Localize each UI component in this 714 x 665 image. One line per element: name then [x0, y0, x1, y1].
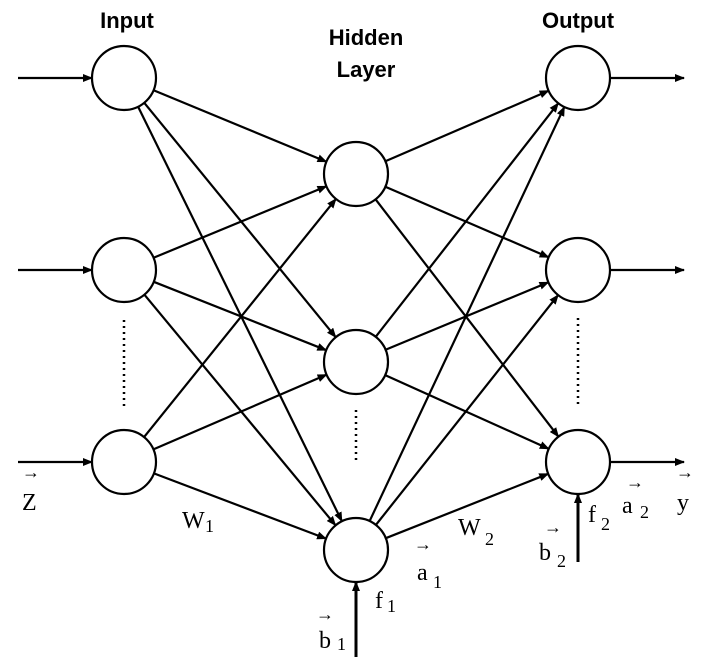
y-label: y [677, 490, 689, 516]
weight-edge-hidden3-output1 [368, 106, 566, 522]
weight-edge-input3-hidden3 [153, 472, 328, 540]
b2-subscript: 2 [557, 551, 566, 571]
weight-edge-input2-hidden1 [153, 185, 328, 259]
weight-edge-input3-hidden2 [152, 373, 328, 451]
b2-label: b [539, 540, 551, 566]
weight-edge-input1-hidden3 [137, 106, 343, 523]
b1-subscript: 1 [337, 634, 346, 654]
hidden-node-1 [322, 140, 390, 208]
b1-vector-arrow: → [316, 604, 334, 624]
output-node-3 [544, 428, 612, 496]
w1-subscript: 1 [205, 516, 214, 536]
z-label: Z [22, 490, 37, 516]
a2-vector-arrow: → [626, 472, 644, 492]
b1-label: b [319, 628, 331, 654]
weight-edge-input1-hidden2 [143, 102, 337, 338]
f1-subscript: 1 [387, 596, 396, 616]
output-node-2 [544, 236, 612, 304]
output-node-1 [544, 44, 612, 112]
hidden-header-line1: Hidden [329, 25, 404, 50]
y-vector-arrow: → [676, 462, 694, 482]
nodes [90, 44, 612, 584]
a1-vector-arrow: → [414, 534, 432, 554]
z-vector-arrow: → [22, 462, 40, 482]
connections [18, 74, 685, 657]
f2-label: f [588, 502, 596, 528]
a1-subscript: 1 [433, 572, 442, 592]
w2-label: W [458, 515, 481, 541]
weight-edge-hidden1-output3 [374, 198, 560, 438]
hidden-node-2 [322, 328, 390, 396]
input-header: Input [100, 8, 154, 33]
weight-edge-input2-hidden3 [143, 293, 337, 527]
w2-subscript: 2 [485, 529, 494, 549]
weight-edge-hidden1-output2 [384, 185, 550, 259]
input-node-3 [90, 428, 158, 496]
hidden-node-3 [322, 516, 390, 584]
a1-label: a [417, 560, 428, 586]
a2-label: a [622, 493, 633, 519]
weight-edge-hidden3-output2 [375, 294, 559, 526]
b2-vector-arrow: → [544, 517, 562, 537]
weight-edge-input1-hidden1 [153, 89, 328, 163]
w1-label: W [182, 508, 205, 534]
output-header: Output [542, 8, 615, 33]
f1-label: f [375, 588, 383, 614]
weight-edge-hidden2-output3 [384, 374, 550, 450]
weight-edge-input2-hidden2 [153, 280, 328, 352]
input-node-1 [90, 44, 158, 112]
input-node-2 [90, 236, 158, 304]
weight-edge-hidden3-output3 [385, 472, 550, 540]
a2-subscript: 2 [640, 502, 649, 522]
weight-edge-input3-hidden1 [143, 198, 337, 438]
hidden-header-line2: Layer [337, 57, 396, 82]
weight-edge-hidden2-output1 [374, 102, 560, 338]
weight-edge-hidden1-output1 [384, 89, 550, 163]
f2-subscript: 2 [601, 514, 610, 534]
